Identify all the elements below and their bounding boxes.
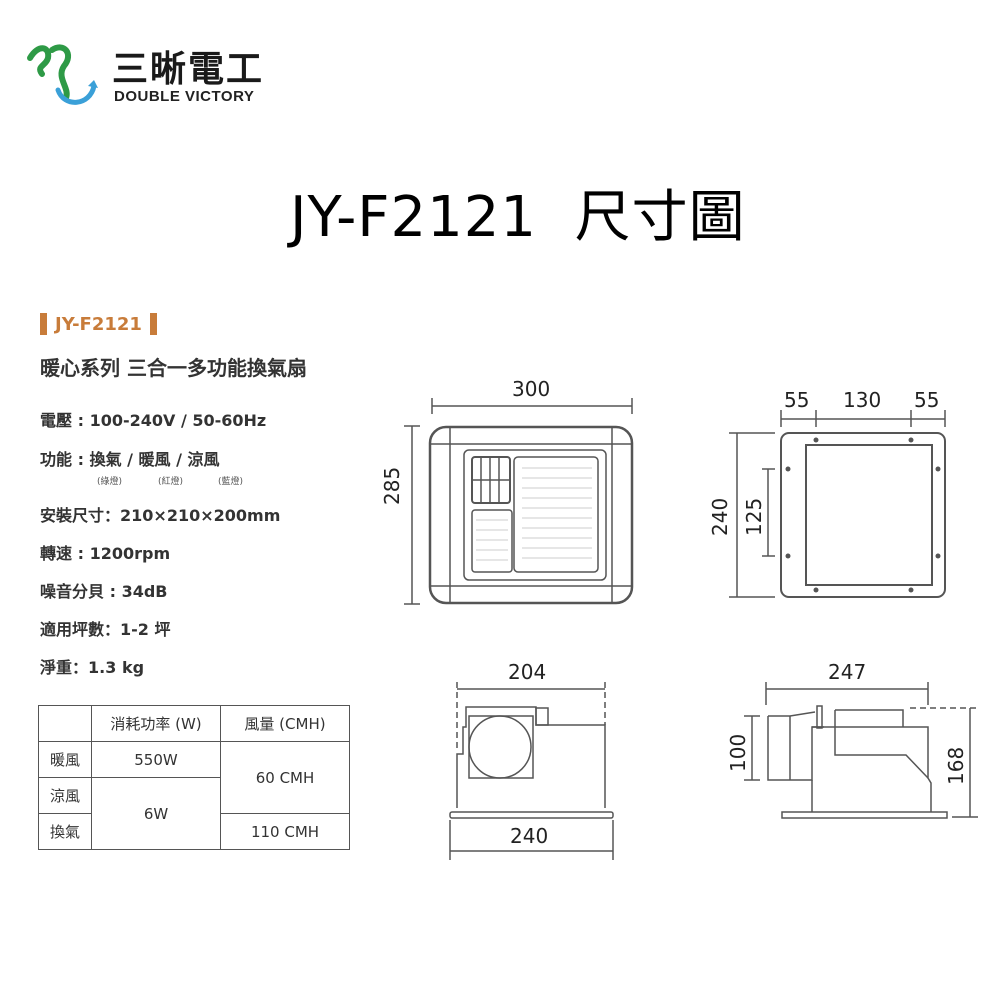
dim-side-a-top: 204 (508, 660, 547, 684)
row-mode: 涼風 (38, 777, 92, 814)
series-title: 暖心系列 三合一多功能換氣扇 (40, 356, 307, 380)
spec-function: 功能 : 換氣 / 暖風 / 涼風 (40, 446, 220, 470)
note-green: (綠燈) (97, 477, 123, 487)
dim-side-a-bottom: 240 (510, 824, 549, 848)
spec-sep: ： (72, 658, 89, 677)
model-tag: JY-F2121 (40, 313, 157, 335)
spec-voltage: 電壓 : 100-240V / 50-60Hz (40, 407, 266, 431)
header-airflow: 風量 (CMH) (220, 705, 350, 742)
spec-install-size: 安裝尺寸：210×210×200mm (40, 502, 280, 526)
spec-value: 100-240V / 50-60Hz (89, 411, 267, 430)
row-mode: 暖風 (38, 741, 92, 778)
row-mode: 換氣 (38, 813, 92, 850)
spec-weight: 淨重：1.3 kg (40, 654, 144, 678)
spec-speed: 轉速 : 1200rpm (40, 540, 170, 564)
note-blue: (藍燈) (218, 477, 244, 487)
cutout-drawing (729, 410, 946, 598)
table-row: 涼風 6W (38, 777, 350, 850)
power-airflow-table: 消耗功率 (W) 風量 (CMH) 暖風 550W 60 CMH 涼風 6W 換… (38, 705, 350, 850)
spec-sep: ： (104, 620, 121, 639)
dim-front-width: 300 (512, 377, 551, 401)
dim-cutout-center: 130 (843, 388, 882, 412)
row-power: 6W (91, 777, 221, 850)
spec-label: 電壓 (40, 411, 73, 430)
dim-cutout-left: 55 (784, 388, 810, 412)
dim-cutout-inner: 125 (742, 497, 766, 536)
spec-sep: : (72, 411, 90, 430)
spec-value: 1.3 kg (88, 658, 145, 677)
brand-logo (24, 36, 104, 108)
dim-side-b-left: 100 (726, 733, 750, 772)
spec-label: 噪音分貝 (40, 582, 105, 601)
spec-noise: 噪音分貝 : 34dB (40, 578, 167, 602)
side-view-a-drawing (449, 682, 614, 860)
header-empty (38, 705, 92, 742)
brand-name-cn: 三晰電工 (112, 49, 265, 90)
accent-bar-right (149, 313, 157, 335)
spec-label: 淨重 (40, 658, 73, 677)
dim-side-b-top: 247 (828, 660, 867, 684)
page-title: JY-F2121 尺寸圖 (290, 185, 746, 250)
brand-name-en: DOUBLE VICTORY (114, 88, 255, 105)
model-label: JY-F2121 (55, 313, 142, 335)
dim-cutout-right: 55 (914, 388, 940, 412)
spec-sep: : (72, 450, 90, 469)
spec-sep: : (72, 544, 90, 563)
spec-label: 轉速 (40, 544, 73, 563)
note-red: (紅燈) (158, 477, 184, 487)
spec-value: 34dB (121, 582, 168, 601)
spec-sep: : (104, 582, 122, 601)
front-view-drawing (404, 398, 634, 605)
header-power: 消耗功率 (W) (91, 705, 221, 742)
dim-side-b-right: 168 (944, 746, 968, 785)
spec-value: 1200rpm (89, 544, 171, 563)
dim-front-height: 285 (380, 466, 404, 505)
spec-sep: ： (104, 506, 121, 525)
spec-value: 1-2 坪 (120, 620, 171, 639)
dim-cutout-height: 240 (708, 497, 732, 536)
table-row: 換氣 110 CMH (38, 813, 350, 850)
row-airflow: 60 CMH (220, 741, 350, 814)
spec-value: 換氣 / 暖風 / 涼風 (89, 450, 220, 469)
spec-label: 適用坪數 (40, 620, 105, 639)
row-airflow: 110 CMH (220, 813, 350, 850)
spec-value: 210×210×200mm (120, 506, 281, 525)
logo-wave-icon (27, 44, 98, 105)
spec-label: 功能 (40, 450, 73, 469)
accent-bar-left (40, 313, 47, 335)
side-view-b-drawing (744, 682, 978, 819)
table-header-row: 消耗功率 (W) 風量 (CMH) (38, 705, 350, 742)
spec-label: 安裝尺寸 (40, 506, 105, 525)
row-power: 550W (91, 741, 221, 778)
spec-area: 適用坪數：1-2 坪 (40, 616, 171, 640)
table-row: 暖風 550W 60 CMH (38, 741, 350, 814)
